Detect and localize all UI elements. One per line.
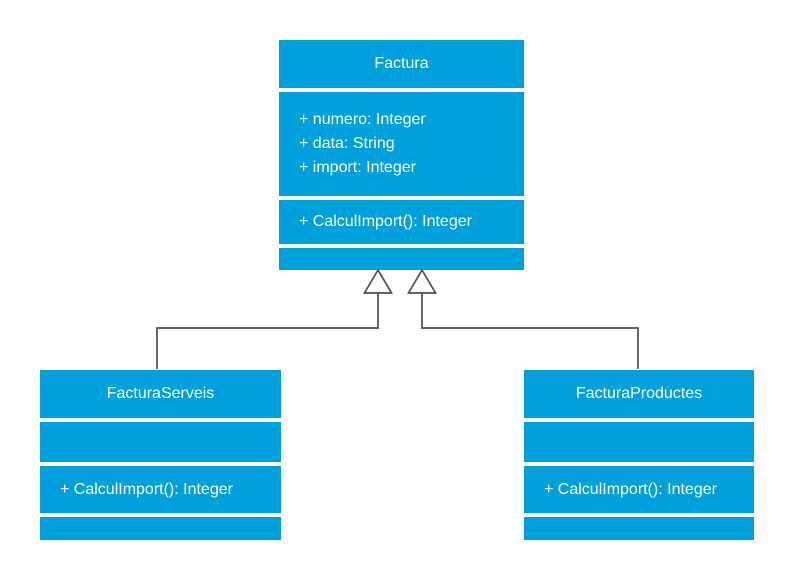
generalization-arrowhead-left <box>363 268 393 294</box>
class-box-facturaserveis[interactable]: FacturaServeis + CalculImport(): Integer <box>40 370 281 540</box>
method-line: + CalculImport(): Integer <box>60 480 233 498</box>
attributes-compartment-factura: + numero: Integer + data: String + impor… <box>279 92 524 196</box>
methods-compartment-facturaproductes: + CalculImport(): Integer <box>524 466 754 513</box>
class-name-factura: Factura <box>279 40 524 88</box>
method-line: + CalculImport(): Integer <box>544 480 717 498</box>
generalization-edge-facturaproductes <box>421 293 639 369</box>
attribute-line: + numero: Integer <box>299 111 426 128</box>
method-line: + CalculImport(): Integer <box>299 213 472 230</box>
attributes-compartment-facturaserveis <box>40 422 281 462</box>
empty-compartment-facturaserveis <box>40 517 281 540</box>
attribute-line: + import: Integer <box>299 159 416 176</box>
class-name-facturaserveis: FacturaServeis <box>40 370 281 418</box>
generalization-arrowhead-right <box>407 268 437 294</box>
empty-compartment-factura <box>279 248 524 270</box>
empty-compartment-facturaproductes <box>524 517 754 540</box>
class-name-facturaproductes: FacturaProductes <box>524 370 754 418</box>
class-box-factura[interactable]: Factura + numero: Integer + data: String… <box>279 40 524 270</box>
attribute-line: + data: String <box>299 135 395 152</box>
class-box-facturaproductes[interactable]: FacturaProductes + CalculImport(): Integ… <box>524 370 754 540</box>
attributes-compartment-facturaproductes <box>524 422 754 462</box>
methods-compartment-facturaserveis: + CalculImport(): Integer <box>40 466 281 513</box>
generalization-edge-facturaserveis <box>156 293 379 369</box>
methods-compartment-factura: + CalculImport(): Integer <box>279 200 524 244</box>
